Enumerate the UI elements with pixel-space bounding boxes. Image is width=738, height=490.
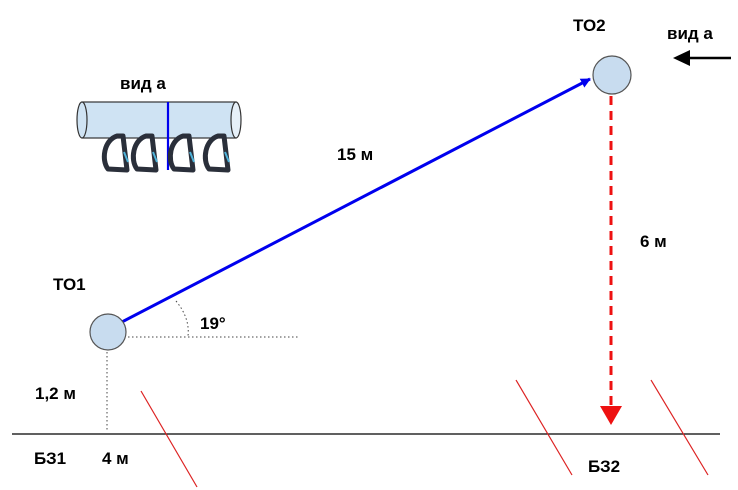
carabiner-icon [202,133,231,173]
hatch-mark-2 [515,379,573,476]
angle-label: 19° [200,314,226,333]
rope-line [119,77,591,325]
pipe-right-end [230,101,242,139]
bz2-label: БЗ2 [588,457,620,476]
to2-label: ТО2 [573,16,606,35]
carabiner-icon [167,133,196,173]
hatch-marks [140,379,709,488]
anchor-to2 [592,55,632,95]
carabiner-icon [101,133,130,173]
bz1-label: БЗ1 [34,449,66,468]
view-a-top-label: вид а [120,74,166,93]
height-label: 1,2 м [35,384,76,403]
arrow-left-icon [673,50,731,66]
pipe-left-end [76,101,88,139]
pipe-body [81,101,237,139]
view-a-side-label: вид а [667,24,713,43]
distance-ground-label: 4 м [102,449,129,468]
carabiner-icon [130,133,159,173]
angle-arc [175,300,189,337]
pipe-illustration [76,101,242,173]
distance-drop-label: 6 м [640,232,667,251]
to1-label: ТО1 [53,275,86,294]
distance-main-label: 15 м [337,145,373,164]
drop-arrowhead [600,406,622,425]
anchor-to1 [89,313,127,351]
hatch-mark-3 [650,379,709,476]
hatch-mark-1 [140,390,198,488]
